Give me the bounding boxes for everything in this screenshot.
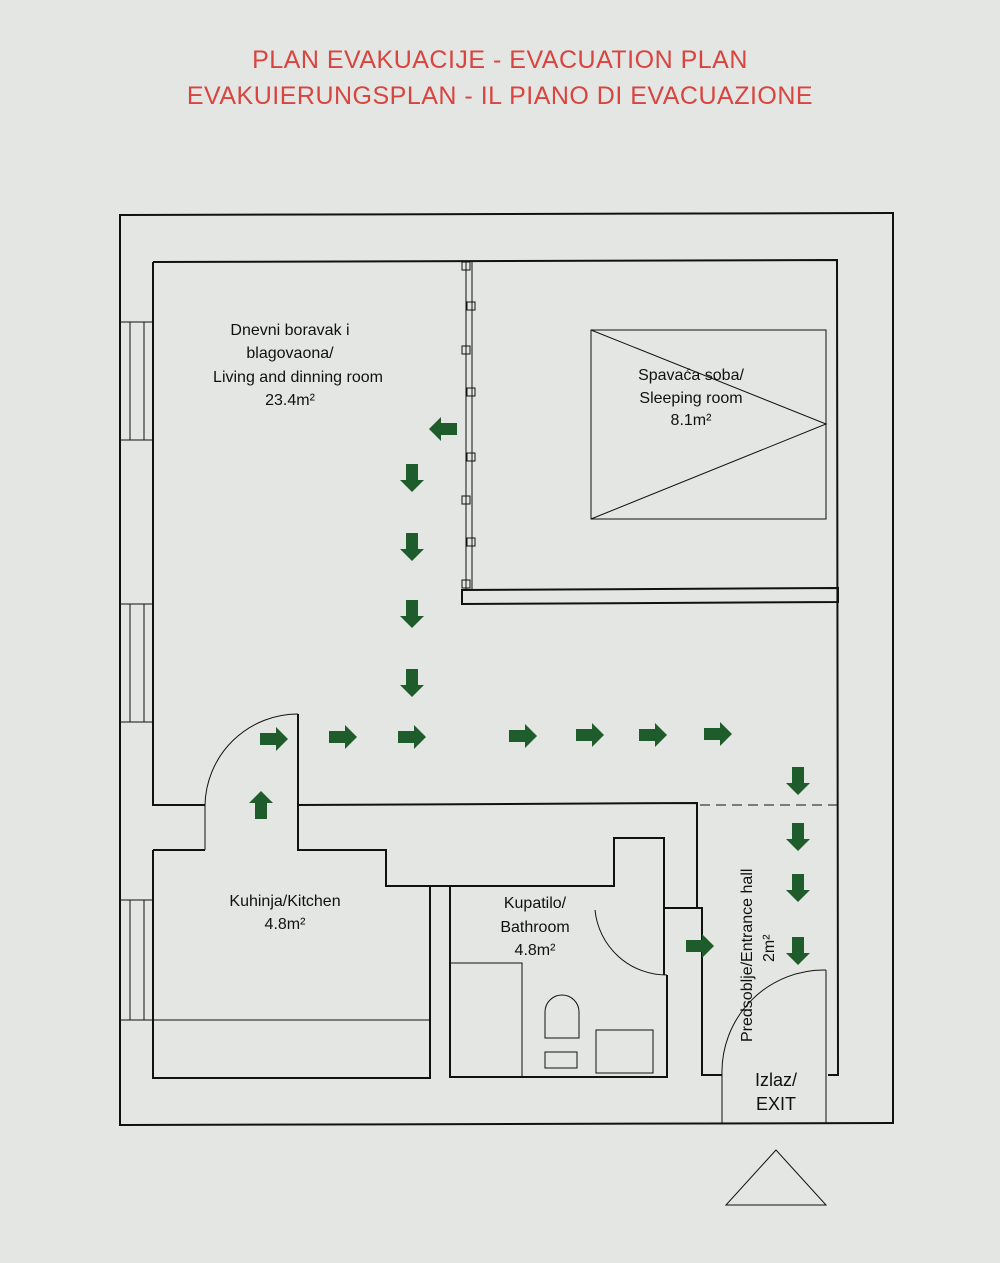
arrow-down-icon [400,600,424,628]
arrow-up-icon [249,791,273,819]
bathroom-label-line-1: Kupatilo/ [504,895,567,912]
orientation-triangle-icon [724,1149,828,1206]
sleeping-area: 8.1m² [671,412,713,429]
sleeping-room-label: Spavaća soba/ Sleeping room 8.1m² [638,367,744,429]
kitchen-area: 4.8m² [265,916,307,933]
arrow-down-icon [786,823,810,851]
arrow-left-icon [429,417,457,441]
bathroom-label-line-2: Bathroom [500,919,569,936]
outer-walls [119,211,894,1127]
plan-title-line-2: EVAKUIERUNGSPLAN - IL PIANO DI EVACUAZIO… [186,82,814,110]
arrow-right-icon [686,934,714,958]
bed [590,329,828,520]
sleeping-label-line-1: Spavaća soba/ [638,367,744,384]
living-label-line-3: Living and dinning room [213,369,383,386]
bathroom-fixtures [449,909,668,1078]
arrow-right-icon [704,722,732,746]
exit-door [721,969,827,1123]
windows [119,321,154,1021]
sleeping-label-line-2: Sleeping room [639,390,742,407]
exit-label-line-1: Izlaz/ [755,1070,797,1090]
arrow-down-icon [786,767,810,795]
evacuation-route [249,417,810,965]
plan-title-line-1: PLAN EVAKUACIJE - EVACUATION PLAN [252,46,748,74]
arrow-right-icon [398,725,426,749]
arrow-right-icon [639,723,667,747]
arrow-down-icon [786,874,810,902]
kitchen-label: Kuhinja/Kitchen 4.8m² [229,893,340,933]
hall-label: Predsoblje/Entrance hall 2m² [739,869,778,1042]
exit-label: Izlaz/ EXIT [755,1070,797,1114]
arrow-right-icon [576,723,604,747]
arrow-right-icon [329,725,357,749]
arrow-right-icon [509,724,537,748]
living-label-line-1: Dnevni boravak i [230,322,349,339]
bathroom-label: Kupatilo/ Bathroom 4.8m² [500,895,569,959]
arrow-right-icon [260,727,288,751]
bedroom-partition [461,261,839,606]
arrow-down-icon [400,669,424,697]
hall-label-line-1: Predsoblje/Entrance hall [739,869,756,1042]
arrow-down-icon [400,464,424,492]
arrow-down-icon [400,533,424,561]
kitchen-label-line-1: Kuhinja/Kitchen [229,893,340,910]
exit-label-line-2: EXIT [756,1094,796,1114]
kitchen-door [204,713,299,850]
bathroom-area: 4.8m² [515,942,557,959]
living-label-line-2: blagovaona/ [246,345,334,362]
living-area: 23.4m² [265,392,315,409]
living-room-label: Dnevni boravak i blagovaona/ Living and … [213,322,383,409]
arrow-down-icon [786,937,810,965]
hall-area: 2m² [761,934,778,962]
